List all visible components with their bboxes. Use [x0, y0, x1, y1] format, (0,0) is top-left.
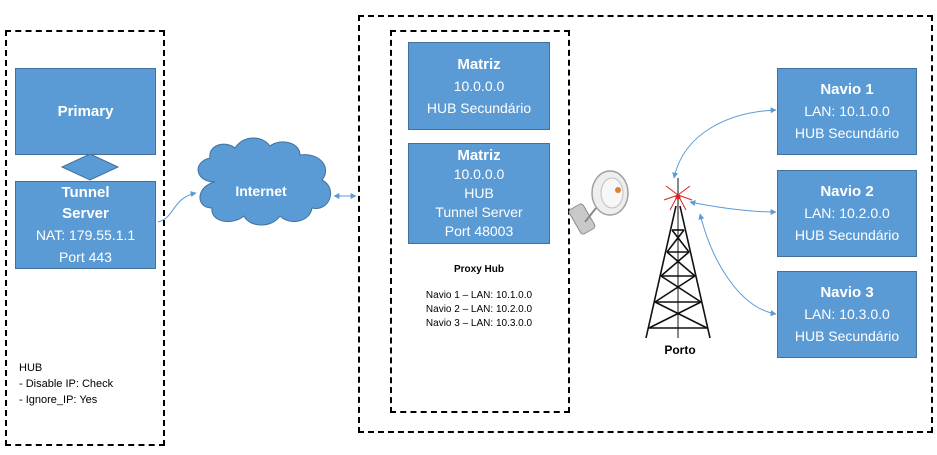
- proxy-route-navio-2: Navio 2 – LAN: 10.2.0.0: [425, 304, 533, 315]
- primary-box: Primary: [15, 68, 156, 155]
- tunnel-server-title-1: Tunnel: [61, 184, 110, 201]
- matriz-secondary-box: Matriz 10.0.0.0 HUB Secundário: [408, 42, 550, 130]
- matriz-hub-ip: 10.0.0.0: [453, 165, 505, 182]
- right-panel: [358, 15, 933, 433]
- primary-title: Primary: [57, 103, 114, 120]
- hub-notes-line-2: - Ignore_IP: Yes: [19, 394, 98, 406]
- matriz-hub-title: Matriz: [457, 146, 501, 164]
- proxy-hub-title: Proxy Hub: [453, 264, 504, 275]
- navio-3-lan: LAN: 10.3.0.0: [804, 306, 890, 322]
- proxy-route-navio-1: Navio 1 – LAN: 10.1.0.0: [425, 290, 533, 301]
- tunnel-server-nat: NAT: 179.55.1.1: [35, 227, 136, 243]
- link-navio-2: [689, 200, 777, 215]
- link-navio-1: [672, 107, 777, 179]
- hub-notes: HUB - Disable IP: Check - Ignore_IP: Yes: [19, 360, 113, 408]
- porto-label: Porto: [664, 343, 696, 357]
- matriz-secondary-role: HUB Secundário: [426, 99, 532, 116]
- navio-1-lan: LAN: 10.1.0.0: [804, 103, 890, 119]
- navio-3-title: Navio 3: [820, 284, 874, 301]
- navio-2-role: HUB Secundário: [794, 227, 900, 243]
- matriz-secondary-title: Matriz: [457, 55, 501, 73]
- link-navio-3: [698, 213, 777, 317]
- hub-notes-line-1: - Disable IP: Check: [19, 378, 114, 390]
- connection-diamond-icon: [60, 153, 120, 181]
- navio-3-role: HUB Secundário: [794, 328, 900, 344]
- proxy-hub-routes: Navio 1 – LAN: 10.1.0.0 Navio 2 – LAN: 1…: [408, 289, 550, 331]
- navio-1-role: HUB Secundário: [794, 125, 900, 141]
- navio-2-title: Navio 2: [820, 183, 874, 200]
- internet-label: Internet: [235, 183, 287, 199]
- tunnel-server-box: Tunnel Server NAT: 179.55.1.1 Port 443: [15, 181, 156, 269]
- matriz-hub-server: Tunnel Server: [435, 203, 523, 220]
- navio-2-box: Navio 2 LAN: 10.2.0.0 HUB Secundário: [777, 170, 917, 257]
- tunnel-server-title-2: Server: [62, 205, 109, 222]
- navio-3-box: Navio 3 LAN: 10.3.0.0 HUB Secundário: [777, 271, 917, 358]
- left-panel: [5, 30, 165, 446]
- matriz-hub-box: Matriz 10.0.0.0 HUB Tunnel Server Port 4…: [408, 143, 550, 244]
- radio-tower-icon: [645, 178, 711, 339]
- link-tunnel-internet: [157, 191, 197, 223]
- matriz-secondary-ip: 10.0.0.0: [453, 77, 505, 94]
- proxy-panel: [390, 30, 570, 413]
- matriz-hub-role: HUB: [464, 184, 494, 201]
- navio-2-lan: LAN: 10.2.0.0: [804, 205, 890, 221]
- tunnel-server-port: Port 443: [59, 249, 112, 265]
- proxy-route-navio-3: Navio 3 – LAN: 10.3.0.0: [425, 318, 533, 329]
- internet-cloud-icon: [197, 137, 332, 226]
- navio-1-title: Navio 1: [820, 81, 874, 98]
- hub-notes-title: HUB: [19, 362, 43, 374]
- matriz-hub-port: Port 48003: [444, 222, 514, 239]
- navio-1-box: Navio 1 LAN: 10.1.0.0 HUB Secundário: [777, 68, 917, 155]
- antenna-dish-icon: [568, 170, 629, 235]
